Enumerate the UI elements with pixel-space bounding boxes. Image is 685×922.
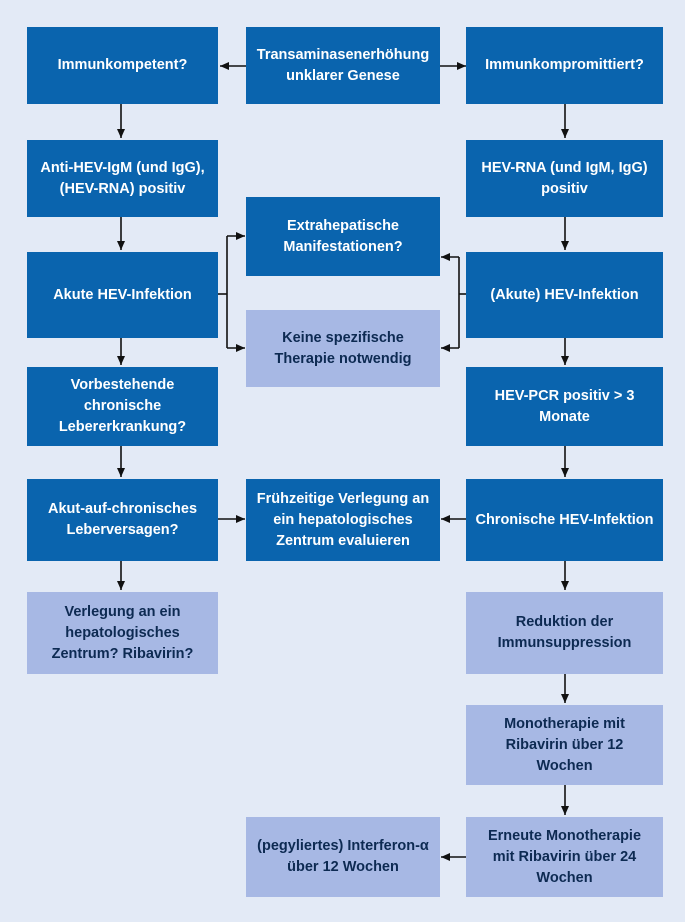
node-transfer-ribavirin: Verlegung an ein hepatologisches Zentrum… xyxy=(27,592,218,674)
node-interferon: (pegyliertes) Interferon-α über 12 Woche… xyxy=(246,817,440,897)
node-pcr-positive: HEV-PCR positiv > 3 Monate xyxy=(466,367,663,446)
node-early-transfer: Frühzeitige Verlegung an ein hepatologis… xyxy=(246,479,440,561)
node-acute-left: Akute HEV-Infektion xyxy=(27,252,218,338)
node-extrahepatic: Extrahepatische Manifestationen? xyxy=(246,197,440,276)
node-acute-right: (Akute) HEV-Infektion xyxy=(466,252,663,338)
node-aclf: Akut-auf-chronisches Leberversagen? xyxy=(27,479,218,561)
node-mono12: Monotherapie mit Ribavirin über 12 Woche… xyxy=(466,705,663,785)
node-immunocompetent: Immunkompetent? xyxy=(27,27,218,104)
node-reduction: Reduktion der Immunsuppression xyxy=(466,592,663,674)
node-anti-hev: Anti-HEV-IgM (und IgG), (HEV-RNA) positi… xyxy=(27,140,218,217)
node-mono24: Erneute Monotherapie mit Ribavirin über … xyxy=(466,817,663,897)
node-start: Transaminasenerhöhung unklarer Genese xyxy=(246,27,440,104)
node-no-therapy: Keine spezifische Therapie notwendig xyxy=(246,310,440,387)
node-hev-rna: HEV-RNA (und IgM, IgG) positiv xyxy=(466,140,663,217)
node-immunocompromised: Immunkompromittiert? xyxy=(466,27,663,104)
node-chronic: Chronische HEV-Infektion xyxy=(466,479,663,561)
node-preexisting: Vorbestehende chronische Lebererkrankung… xyxy=(27,367,218,446)
